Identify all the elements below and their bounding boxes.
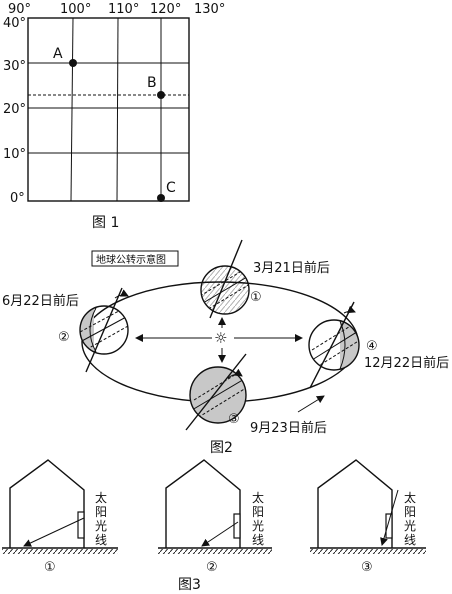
window bbox=[77, 511, 85, 539]
date-label-1: 3月21日前后 bbox=[253, 260, 330, 276]
sun-ray bbox=[23, 517, 85, 547]
window bbox=[385, 513, 393, 539]
lat-label-10: 10° bbox=[3, 147, 26, 162]
lon-label-90: 90° bbox=[8, 2, 31, 17]
house-3: 太 阳 光 线 ③ bbox=[310, 459, 426, 575]
earth-position-2 bbox=[79, 287, 129, 373]
sun-symbol: ☼ bbox=[214, 329, 227, 347]
lat-label-40: 40° bbox=[3, 16, 26, 31]
sun-label-char: 线 bbox=[252, 533, 264, 547]
position-num-3: ③ bbox=[228, 412, 240, 427]
figure2-caption: 图2 bbox=[210, 440, 233, 456]
sun-label-char: 阳 bbox=[95, 505, 107, 519]
figure2-title-box bbox=[91, 250, 179, 267]
figure1-caption: 图 1 bbox=[92, 215, 119, 231]
sun-ray bbox=[380, 489, 399, 546]
rotation-arrow bbox=[114, 289, 129, 299]
earth-axis bbox=[85, 287, 123, 373]
sun-label-char: 线 bbox=[404, 533, 416, 547]
lat-label-30: 30° bbox=[3, 59, 26, 74]
house-num-2: ② bbox=[206, 560, 218, 575]
figure2-title: 地球公转示意图 bbox=[96, 253, 166, 266]
point-c-dot bbox=[157, 194, 165, 202]
position-num-1: ① bbox=[250, 290, 262, 305]
earth-axis bbox=[185, 353, 247, 431]
earth-position-4 bbox=[308, 301, 360, 389]
house-num-3: ③ bbox=[361, 560, 373, 575]
point-a-label: A bbox=[53, 46, 63, 62]
point-c-label: C bbox=[166, 180, 176, 196]
date-label-2: 6月22日前后 bbox=[2, 293, 79, 309]
orbit-direction-arrow bbox=[297, 395, 325, 413]
house-num-1: ① bbox=[44, 560, 56, 575]
earth-position-1 bbox=[200, 239, 250, 319]
figure1-grid-map: 90° 100° 110° 120° 130° 40° 30° 20° 10° … bbox=[3, 2, 225, 231]
sun-label-char: 太 bbox=[404, 490, 416, 505]
house-1: 太 阳 光 线 ① bbox=[2, 459, 118, 575]
rotation-arrow bbox=[227, 368, 243, 379]
figure2-revolution-diagram: 地球公转示意图 ☼ 3月21日前后 ① bbox=[2, 239, 449, 456]
sun-label-char: 光 bbox=[95, 519, 107, 533]
point-b-label: B bbox=[147, 75, 157, 91]
lon-label-130: 130° bbox=[194, 2, 225, 17]
earth-position-3 bbox=[185, 353, 247, 431]
lon-label-120: 120° bbox=[150, 2, 181, 17]
sun-label-char: 太 bbox=[252, 490, 264, 505]
sun-label-char: 太 bbox=[95, 490, 107, 505]
date-label-4: 12月22日前后 bbox=[364, 355, 449, 371]
figure3-caption: 图3 bbox=[178, 577, 201, 593]
position-num-4: ④ bbox=[366, 339, 378, 354]
lat-label-20: 20° bbox=[3, 102, 26, 117]
gridline-lon-110 bbox=[116, 17, 119, 202]
earth-axis bbox=[309, 301, 355, 389]
sun-label-char: 阳 bbox=[252, 505, 264, 519]
window bbox=[233, 513, 241, 539]
house-2: 太 阳 光 线 ② bbox=[158, 459, 272, 575]
sun-label-char: 光 bbox=[252, 519, 264, 533]
figure3-sunlight-houses: 太 阳 光 线 ① 太 阳 光 线 ② 太 阳 光 bbox=[2, 459, 426, 593]
sun-label-char: 阳 bbox=[404, 505, 416, 519]
point-a-dot bbox=[69, 59, 77, 67]
lon-label-110: 110° bbox=[108, 2, 139, 17]
sun-label-char: 光 bbox=[404, 519, 416, 533]
lon-label-100: 100° bbox=[60, 2, 91, 17]
lat-label-0: 0° bbox=[10, 191, 25, 206]
sun-ray bbox=[201, 521, 239, 547]
rotation-arrow bbox=[343, 305, 356, 314]
grid-frame bbox=[27, 17, 190, 202]
gridline-lon-100 bbox=[70, 17, 74, 202]
sun-label-char: 线 bbox=[95, 533, 107, 547]
earth-axis bbox=[209, 239, 243, 319]
date-label-3: 9月23日前后 bbox=[250, 420, 327, 436]
position-num-2: ② bbox=[58, 330, 70, 345]
point-b-dot bbox=[157, 91, 165, 99]
